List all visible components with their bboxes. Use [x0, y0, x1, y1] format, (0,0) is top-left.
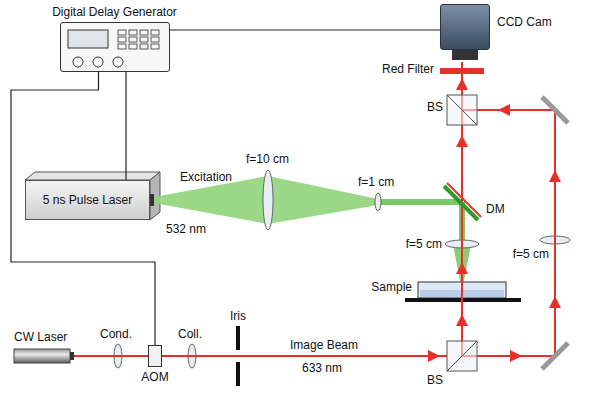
camera-lens	[452, 50, 478, 60]
excitation-beam	[378, 199, 462, 205]
node-label: CCD Cam	[497, 15, 552, 29]
arrowhead	[456, 262, 468, 274]
node-label: Digital Delay Generator	[52, 5, 177, 19]
beam-splitter-cube	[447, 95, 477, 125]
mirror	[542, 97, 568, 123]
arrowhead	[456, 135, 468, 147]
cw-laser-aperture	[70, 352, 74, 360]
beam-label: Image Beam	[290, 338, 358, 352]
lens-label: Cond.	[100, 327, 132, 341]
laser-top-face	[25, 172, 160, 180]
laser-aperture	[150, 194, 154, 206]
keypad-key	[151, 30, 159, 35]
part-label: Red Filter	[382, 62, 434, 76]
delay-generator: Digital Delay Generator	[60, 22, 170, 72]
knob	[73, 57, 83, 67]
lens-focal-length: f=1 cm	[358, 175, 394, 189]
beam-splitter-surface	[447, 95, 477, 125]
node-label: 5 ns Pulse Laser	[43, 193, 132, 207]
arrowhead	[428, 350, 440, 362]
image-beam-line	[74, 355, 447, 357]
keypad-key	[118, 37, 126, 42]
lens-focal-length: f=10 cm	[246, 152, 289, 166]
beam-arrowheads	[428, 78, 561, 362]
mirror	[542, 343, 568, 369]
keypad-key	[140, 37, 148, 42]
lens-focal-length: f=5 cm	[406, 237, 442, 251]
trigger-cable	[125, 72, 126, 180]
delay-generator-body	[60, 22, 170, 72]
iris-blade	[236, 326, 240, 350]
generator-keypad	[118, 30, 159, 49]
laser-side-face	[150, 172, 160, 220]
generator-screen	[68, 30, 108, 48]
arrowhead	[549, 296, 561, 308]
dichroic-mirror	[447, 183, 481, 217]
cw-laser-body	[14, 349, 70, 363]
image-beam-line	[554, 110, 556, 356]
arrowhead	[510, 350, 522, 362]
keypad-key	[129, 44, 137, 49]
part-label: BS	[427, 100, 443, 114]
beam-splitter	[447, 95, 477, 125]
beam-label: Excitation	[180, 170, 232, 184]
part-label: Sample	[371, 280, 412, 294]
keypad-key	[129, 37, 137, 42]
keypad-key	[129, 30, 137, 35]
beam-splitter-surface	[447, 341, 477, 371]
trigger-cable	[11, 72, 155, 345]
lens-focal-length: f=5 cm	[513, 247, 549, 261]
lens	[375, 193, 381, 211]
knob	[113, 57, 123, 67]
wavelength-label: 633 nm	[302, 361, 342, 375]
beam-splitter-cube	[447, 341, 477, 371]
generator-knobs	[73, 57, 123, 67]
iris-blade	[236, 362, 240, 386]
dichroic-mirror	[444, 186, 478, 220]
keypad-key	[118, 44, 126, 49]
lens	[263, 170, 273, 230]
keypad-key	[151, 44, 159, 49]
arrowhead	[456, 314, 468, 326]
wavelength-label: 532 nm	[166, 222, 206, 236]
arrowhead	[498, 104, 510, 116]
part-label: Iris	[230, 309, 246, 323]
arrowhead	[549, 170, 561, 182]
ccd-camera: CCD Cam	[440, 4, 490, 50]
keypad-key	[140, 30, 148, 35]
pulse-laser: 5 ns Pulse Laser	[25, 180, 150, 220]
keypad-key	[118, 30, 126, 35]
trigger-cable	[170, 29, 440, 30]
lens-label: Coll.	[178, 327, 202, 341]
keypad-key	[140, 44, 148, 49]
keypad-key	[151, 37, 159, 42]
part-label: BS	[427, 373, 443, 387]
knob	[93, 57, 103, 67]
arrowhead	[456, 78, 468, 90]
aom-crystal: AOM	[148, 345, 162, 367]
part-label: DM	[486, 202, 505, 216]
beam-splitter	[447, 341, 477, 371]
part-label: CW Laser	[14, 330, 67, 344]
node-label: AOM	[141, 370, 168, 384]
